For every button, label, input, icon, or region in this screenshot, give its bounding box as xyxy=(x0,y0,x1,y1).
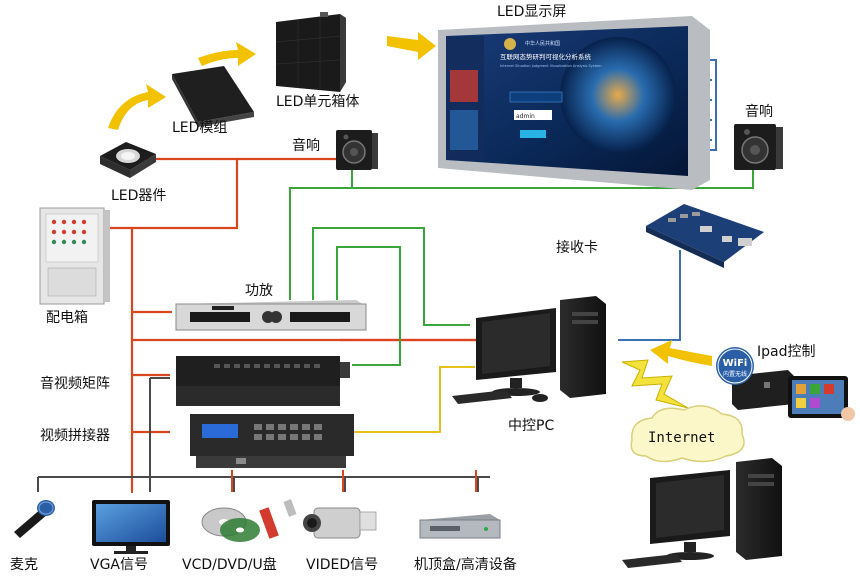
bus-red-drops xyxy=(131,470,477,493)
remote-pc xyxy=(622,458,782,568)
label-led-device: LED器件 xyxy=(111,188,166,204)
label-video-splicer: 视频拼接器 xyxy=(40,427,110,444)
wifi-badge: WiFi 内置无线 xyxy=(716,347,754,385)
green-lines xyxy=(289,170,754,366)
label-internet: Internet xyxy=(648,430,715,446)
led-device xyxy=(100,142,156,178)
svg-text:中华人民共和国: 中华人民共和国 xyxy=(525,40,560,47)
wifi-badge-subtext: 内置无线 xyxy=(723,370,747,378)
flow-arrows xyxy=(108,32,712,366)
label-video-signal: VIDED信号 xyxy=(306,557,378,573)
system-title: 互联网态势研判可视化分析系统 xyxy=(500,52,592,61)
label-receiver-card: 接收卡 xyxy=(556,239,598,256)
signal-bus xyxy=(37,377,490,492)
label-power-box: 配电箱 xyxy=(46,310,88,326)
label-av-matrix: 音视频矩阵 xyxy=(40,375,110,392)
speaker-top xyxy=(336,130,378,170)
ipad-control xyxy=(732,370,855,421)
internet-cloud xyxy=(630,405,745,463)
led-cabinet xyxy=(275,12,346,92)
screen-login-text: admin xyxy=(516,113,535,120)
label-led-screen: LED显示屏 xyxy=(497,4,566,20)
label-central-pc: 中控PC xyxy=(508,418,554,434)
label-ipad-control: Ipad控制 xyxy=(757,344,815,360)
av-matrix xyxy=(176,356,350,406)
led-module xyxy=(172,66,254,127)
system-subtitle: Internet Situation Judgment Visualizatio… xyxy=(500,64,602,68)
lightning-icon xyxy=(621,359,689,409)
label-microphone: 麦克 xyxy=(10,557,38,573)
video-splicer xyxy=(190,414,354,468)
screen-login-field xyxy=(514,110,552,120)
label-vcd-dvd-u: VCD/DVD/U盘 xyxy=(182,556,277,573)
label-amplifier: 功放 xyxy=(245,283,273,299)
vga-monitor xyxy=(92,500,170,554)
yellow-line xyxy=(352,366,475,433)
central-pc xyxy=(452,296,606,404)
label-led-module: LED模组 xyxy=(172,120,227,136)
receiver-card xyxy=(646,204,764,268)
vcd-dvd-usb xyxy=(201,499,297,542)
label-led-cabinet: LED单元箱体 xyxy=(276,94,359,110)
microphone xyxy=(14,500,55,538)
label-stb-hd: 机顶盒/高清设备 xyxy=(414,556,517,573)
led-screen: 中华人民共和国 互联网态势研判可视化分析系统 Internet Situatio… xyxy=(438,16,710,190)
power-box xyxy=(39,207,110,305)
label-vga-signal: VGA信号 xyxy=(90,557,148,573)
speaker-right xyxy=(734,124,783,170)
video-camera xyxy=(303,507,377,539)
power-lines xyxy=(110,157,480,490)
wifi-badge-text: WiFi xyxy=(723,358,748,369)
label-speaker-right: 音响 xyxy=(745,103,773,120)
amplifier xyxy=(175,300,367,331)
set-top-box xyxy=(419,514,501,539)
label-speaker-top: 音响 xyxy=(292,137,320,154)
